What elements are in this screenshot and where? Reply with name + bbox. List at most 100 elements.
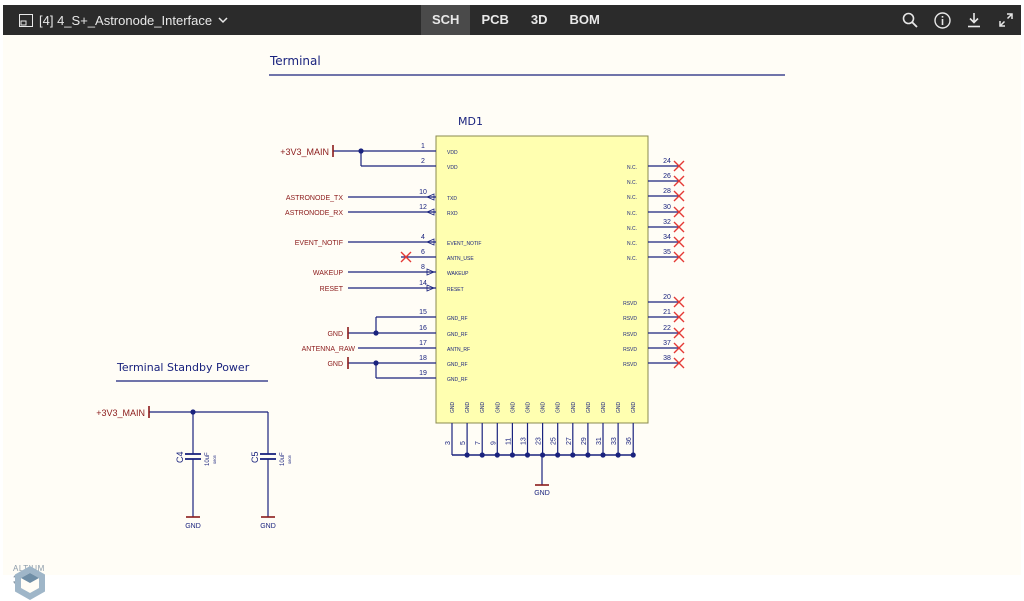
no-connect-mark [673,327,685,339]
no-connect-mark [673,296,685,308]
cap-designator-c5: C5 [250,451,260,463]
pin-name-24: N.C. [627,165,637,171]
pin-name-19: GND_RF [447,377,468,383]
pin-name-36: GND [631,402,637,414]
tab-3d[interactable]: 3D [530,12,548,27]
pin-name-33: GND [616,402,622,414]
schematic-drawing: Terminal Terminal Standby Power MD1 1VDD… [96,54,785,530]
net-label-gnd-18: GND [327,361,343,368]
pin-number-8: 8 [421,264,425,271]
tab-sch[interactable]: SCH [421,5,471,35]
pin-name-27: GND [571,402,577,414]
component-designator: MD1 [458,115,483,128]
search-icon[interactable] [901,11,919,29]
pin-number-29: 29 [581,437,588,445]
pin-name-18: GND_RF [447,362,468,368]
net-label-astronode_tx: ASTRONODE_TX [286,195,344,202]
no-connect-mark [673,175,685,187]
component-pins: 1VDD2VDD10TXD12RXD4EVENT_NOTIF6ANTN_USE8… [400,143,685,455]
pin-number-21: 21 [663,309,671,316]
net-label-gnd-cap: GND [185,523,201,530]
document-title: [4] 4_S+_Astronode_Interface [39,12,213,28]
pin-number-37: 37 [663,340,671,347]
pin-name-2: VDD [447,165,458,171]
cap-package: 0805 [287,454,292,464]
top-bar: [4] 4_S+_Astronode_Interface SCH PCB 3D … [3,5,1021,35]
pin-name-35: N.C. [627,256,637,262]
no-connect-mark [673,311,685,323]
pin-name-31: GND [601,402,607,414]
pin-number-33: 33 [611,437,618,445]
pin-number-3: 3 [445,441,452,445]
document-selector[interactable]: [4] 4_S+_Astronode_Interface [19,5,228,35]
net-label-gnd-16: GND [327,331,343,338]
cap-designator-c4: C4 [175,451,185,463]
pin-number-24: 24 [663,158,671,165]
net-labels: GND+3V3_MAINASTRONODE_TXASTRONODE_RXEVEN… [96,145,550,530]
output-arrow-icon [425,193,435,201]
pin-number-7: 7 [475,441,482,445]
pin-name-16: GND_RF [447,332,468,338]
pin-number-26: 26 [663,173,671,180]
pin-name-7: GND [480,402,486,414]
pin-number-27: 27 [566,437,573,445]
pin-number-22: 22 [663,325,671,332]
pin-number-36: 36 [626,437,633,445]
pin-name-6: ANTN_USE [447,256,474,262]
net-label-gnd-cap: GND [260,523,276,530]
junction-dot [373,330,379,336]
output-arrow-icon [425,238,435,246]
info-icon[interactable] [933,11,951,29]
download-icon[interactable] [965,11,983,29]
pin-number-12: 12 [419,204,427,211]
toolbar [901,5,1015,35]
component-md1-body[interactable] [435,135,649,424]
pin-name-29: GND [586,402,592,414]
pin-name-25: GND [556,402,562,414]
pin-number-20: 20 [663,294,671,301]
pin-number-30: 30 [663,204,671,211]
pin-number-6: 6 [421,249,425,256]
pin-name-13: GND [526,402,532,414]
pin-number-4: 4 [421,234,425,241]
tab-pcb[interactable]: PCB [481,12,509,27]
pin-number-18: 18 [419,355,427,362]
net-label-standby-3v3: +3V3_MAIN [96,408,145,418]
altium-logo: ALTIUM 365 [13,565,45,600]
pin-name-20: RSVD [623,301,637,307]
wires [149,148,636,517]
no-connect-mark [400,251,412,263]
pin-name-17: ANTN_RF [447,347,470,353]
pin-number-13: 13 [521,437,528,445]
pin-name-15: GND_RF [447,316,468,322]
pin-number-23: 23 [536,437,543,445]
chevron-down-icon [218,16,228,24]
pin-name-22: RSVD [623,332,637,338]
pin-name-5: GND [465,402,471,414]
input-arrow-icon [426,284,436,292]
pin-name-32: N.C. [627,226,637,232]
cap-value: 10uF [280,452,286,466]
pin-number-15: 15 [419,309,427,316]
pin-number-16: 16 [419,325,427,332]
pin-name-28: N.C. [627,195,637,201]
pin-number-31: 31 [596,437,603,445]
document-icon [19,13,33,27]
pin-number-10: 10 [419,189,427,196]
cap-value: 10uF [205,452,211,466]
pin-number-19: 19 [419,370,427,377]
cap-package: 0805 [212,454,217,464]
input-arrow-icon [426,268,436,276]
pin-name-1: VDD [447,150,458,156]
altium-hexagon-icon [15,566,45,600]
fullscreen-icon[interactable] [997,11,1015,29]
net-label-wakeup: WAKEUP [313,270,343,277]
pin-number-2: 2 [421,158,425,165]
no-connect-mark [673,190,685,202]
tab-bom[interactable]: BOM [569,12,600,27]
net-label-gnd: GND [534,490,550,497]
pin-name-12: RXD [447,211,458,217]
pin-number-9: 9 [490,441,497,445]
output-arrow-icon [425,208,435,216]
